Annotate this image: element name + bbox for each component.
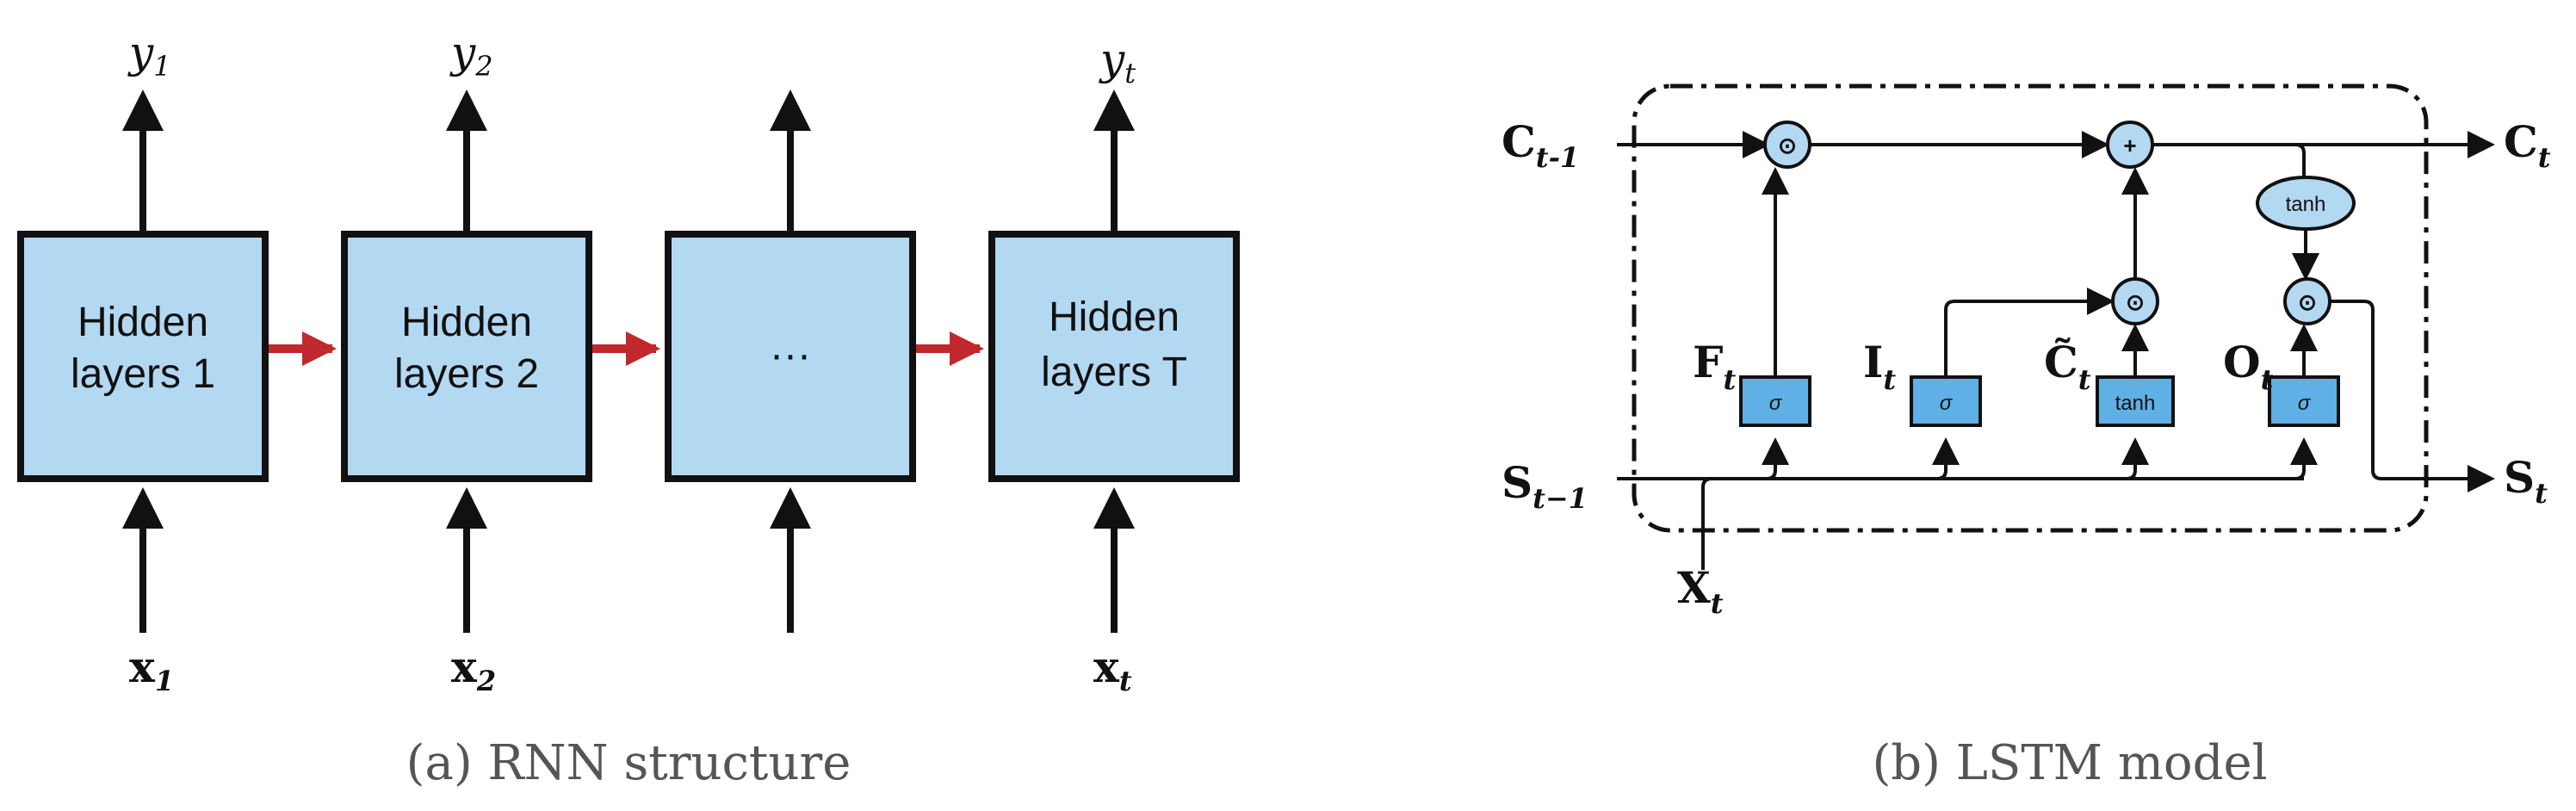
output-gate-box — [2268, 375, 2340, 427]
input-gate-out — [1944, 288, 2115, 377]
input-gate-op: σ — [1940, 392, 1954, 415]
x-input-line — [1701, 477, 1712, 570]
hidden-layer-box — [17, 231, 269, 482]
feed-output-gate — [2290, 437, 2318, 480]
input-label: x2 — [451, 641, 496, 697]
output-label: yt — [1099, 34, 1136, 90]
output-gate-label: Ot — [2223, 337, 2274, 396]
lstm-caption: (b) LSTM model — [1872, 735, 2267, 791]
input-mult-op — [2111, 277, 2159, 325]
box-label-line2: layers 2 — [394, 351, 539, 397]
rnn-diagram: Hidden layers 1 y1 x1 Hidden layers 2 y2… — [17, 28, 1240, 791]
output-gate-op: σ — [2298, 392, 2312, 415]
output-mult-symbol: ⊙ — [2298, 289, 2317, 315]
cell-add-op — [2106, 121, 2154, 169]
box-label-line1: Hidden — [77, 300, 208, 345]
forget-gate-op: σ — [1769, 392, 1783, 415]
cell-add-symbol: + — [2123, 133, 2136, 158]
output-label: y2 — [449, 28, 493, 83]
hidden-state-in-label: St−1 — [1502, 457, 1588, 515]
rnn-cell-ellipsis: ··· — [665, 90, 916, 633]
rnn-caption: (a) RNN structure — [406, 735, 851, 791]
feed-forget-gate — [1762, 437, 1789, 480]
rnn-cell-T: Hidden layers T yt xt — [988, 34, 1240, 697]
candidate-gate-box — [2096, 375, 2175, 427]
rnn-cell-1: Hidden layers 1 y1 x1 — [17, 28, 269, 697]
box-label-line2: layers 1 — [71, 351, 215, 397]
hidden-state-out-label: St — [2504, 452, 2548, 510]
output-label: y1 — [127, 28, 171, 83]
box-label-line1: Hidden — [1049, 294, 1180, 340]
cell-state-in-label: Ct-1 — [1502, 116, 1579, 174]
forget-mult-symbol: ⊙ — [1778, 133, 1797, 158]
candidate-gate-label: C̃t — [2044, 337, 2091, 396]
input-gate-box — [1910, 375, 1982, 427]
cell-state-out-label: Ct — [2504, 116, 2551, 174]
lstm-diagram: σ Ft σ It tanh C̃t σ Ot tanh ⊙ + ⊙ — [1502, 84, 2551, 791]
output-mult-op — [2283, 277, 2331, 325]
box-label-line1: Hidden — [401, 300, 532, 345]
input-gate-label: It — [1863, 337, 1896, 396]
feed-candidate-gate — [2121, 437, 2149, 480]
x-input-label: Xt — [1677, 562, 1724, 620]
input-mult-symbol: ⊙ — [2126, 289, 2145, 315]
input-label: x1 — [129, 641, 174, 697]
rnn-cell-2: Hidden layers 2 y2 x2 — [341, 28, 592, 697]
box-label-line2: layers T — [1041, 350, 1187, 395]
feed-input-gate — [1932, 437, 1960, 480]
ellipsis-label: ··· — [770, 332, 811, 378]
input-label: xt — [1093, 641, 1132, 697]
tanh-label: tanh — [2286, 193, 2326, 216]
hidden-out-line — [2330, 300, 2495, 492]
candidate-gate-op: tanh — [2115, 392, 2156, 415]
cell-to-tanh — [2294, 143, 2306, 176]
forget-gate-label: Ft — [1693, 337, 1737, 396]
lstm-cell-boundary — [1632, 84, 2429, 533]
forget-mult-op — [1763, 121, 1811, 169]
